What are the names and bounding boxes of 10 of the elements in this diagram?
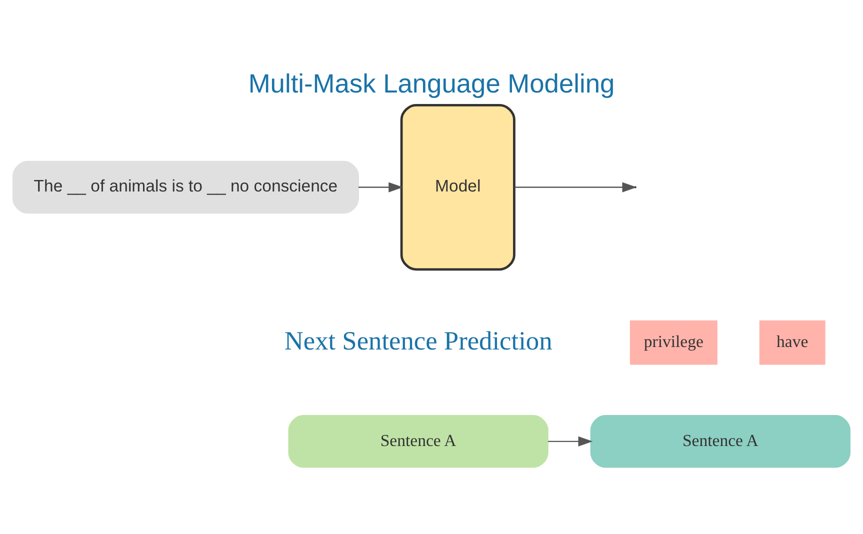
node-box: The __ of animals is to __ no conscience [12, 160, 359, 214]
node-box: Sentence A [288, 415, 548, 468]
arrow [548, 436, 593, 446]
node-box: Model [400, 104, 516, 271]
diagram-title: Multi-Mask Language Modeling [248, 68, 615, 99]
node-box: Sentence A [590, 415, 850, 468]
node-box: have [759, 320, 826, 365]
arrow [358, 182, 404, 192]
label: Next Sentence Prediction [284, 326, 552, 356]
node-box: privilege [630, 320, 718, 365]
